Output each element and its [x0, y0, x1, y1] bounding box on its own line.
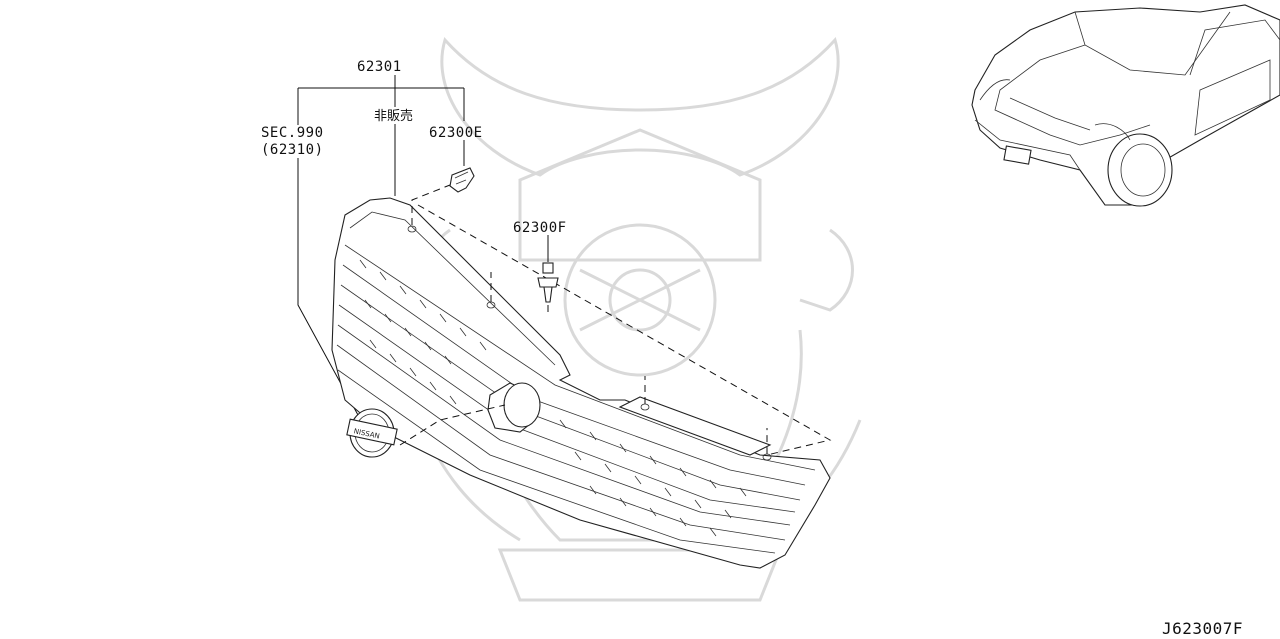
vehicle-thumbnail: [971, 4, 1280, 207]
clip-62300f[interactable]: [537, 235, 559, 303]
assembly-lines: [399, 184, 832, 456]
label-hanbai: 非販売: [374, 108, 413, 124]
diagram-code: J623007F: [1162, 619, 1243, 638]
label-62300f[interactable]: 62300F: [513, 220, 567, 236]
clip-62300e[interactable]: [449, 167, 475, 193]
label-62300e[interactable]: 62300E: [429, 125, 483, 141]
label-sec-990[interactable]: SEC.990: [261, 125, 324, 141]
front-grille[interactable]: [331, 197, 831, 569]
nissan-emblem[interactable]: NISSAN: [346, 408, 398, 458]
label-62310: (62310): [261, 142, 324, 158]
label-62301[interactable]: 62301: [357, 59, 402, 75]
leader-62301: [297, 75, 465, 416]
